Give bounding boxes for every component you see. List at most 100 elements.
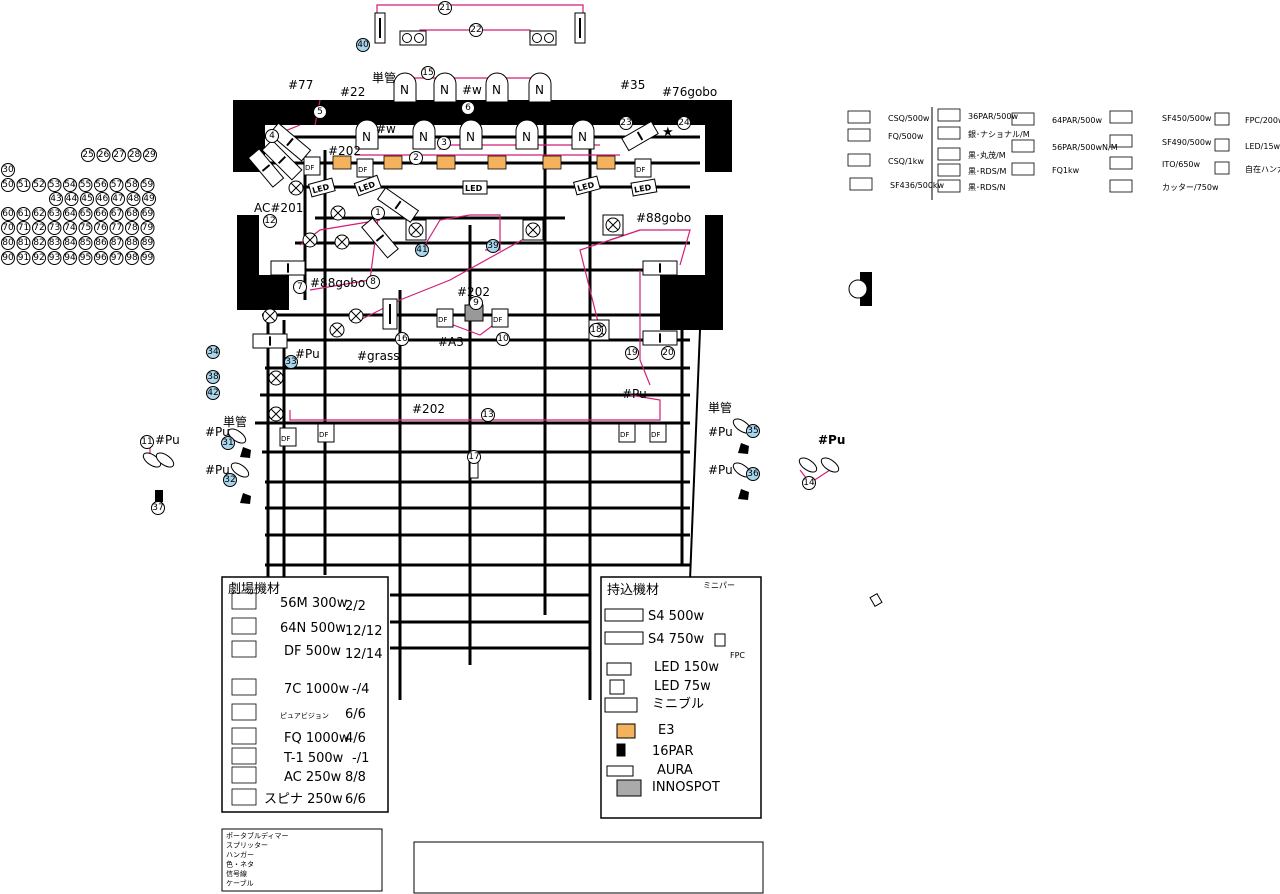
circuit-number: 16 <box>395 332 409 346</box>
circuit-number-label: 96 <box>95 253 107 263</box>
fixture-key-label: 56PAR/500wN/M <box>1052 143 1118 152</box>
circuit-number: 8 <box>366 275 380 289</box>
fixture-symbol-icon <box>937 108 961 122</box>
circuit-number-label: 36 <box>747 469 759 479</box>
plot-label: #76gobo <box>662 85 717 99</box>
legend-item-name: AURA <box>657 763 693 778</box>
df-mark: DF <box>281 435 290 443</box>
circuit-number-label: 25 <box>82 150 93 160</box>
plot-label: #Pu <box>205 425 230 439</box>
circuit-number: 24 <box>677 116 691 130</box>
circuit-number-label: 77 <box>111 223 122 233</box>
legend-symbol-icon <box>714 633 726 647</box>
circuit-number: 65 <box>78 207 93 221</box>
circuit-number-label: 55 <box>80 180 91 190</box>
circuit-number: 19 <box>625 346 639 360</box>
plot-label: #35 <box>620 78 645 92</box>
circuit-number: 57 <box>109 178 124 192</box>
circuit-number: 86 <box>94 236 108 250</box>
circuit-number-label: 9 <box>473 298 479 308</box>
fixture-symbol-icon <box>1214 161 1230 175</box>
stage-wall-right-2 <box>660 275 723 330</box>
circuit-number: 80 <box>1 236 15 250</box>
legend-item-count: 2/2 <box>345 599 366 614</box>
circuit-number: 38 <box>206 370 220 384</box>
circuit-number: 97 <box>109 251 124 265</box>
circuit-number-label: 33 <box>285 357 296 367</box>
legend-symbol-icon <box>604 631 644 645</box>
led-mark: LED <box>465 184 483 193</box>
notes-box[interactable] <box>413 841 764 894</box>
df-instrument: DF <box>317 423 335 443</box>
circuit-number: 72 <box>32 221 46 235</box>
circuit-number-label: 69 <box>142 209 154 219</box>
legend-item-name: S4 750w <box>648 632 704 647</box>
circuit-number: 48 <box>126 192 141 206</box>
misc-item: 色・ネタ <box>226 860 254 869</box>
fixture-key-item: SF450/500w <box>1109 110 1212 124</box>
carry-in-legend-title: 持込機材 <box>607 583 659 598</box>
circuit-number-label: 19 <box>626 348 638 358</box>
circuit-number: 74 <box>63 221 77 235</box>
circuit-number: 96 <box>94 251 108 265</box>
plot-label: #grass <box>357 349 399 363</box>
circuit-number-label: 44 <box>66 194 78 204</box>
cable <box>359 229 541 321</box>
plot-label: 単管 <box>708 400 732 415</box>
legend-symbol-icon <box>231 592 257 610</box>
plot-label: #88gobo <box>636 211 691 225</box>
circuit-number: 71 <box>16 221 31 235</box>
legend-item-name: E3 <box>658 723 675 738</box>
par-mark: N <box>362 130 371 144</box>
circuit-number: 78 <box>125 221 139 235</box>
led-mark: LED <box>311 182 330 195</box>
circuit-number: 32 <box>223 473 237 487</box>
circuit-number-label: 28 <box>129 150 141 160</box>
circuit-number: 55 <box>78 178 93 192</box>
df-instrument: DF <box>618 423 636 443</box>
circuit-number-label: 31 <box>222 438 233 448</box>
legend-item-name: INNOSPOT <box>652 780 720 795</box>
fixture-key-item: 銀･ナショナル/M <box>937 126 1030 140</box>
stage-wall-left <box>237 215 259 310</box>
ac-instrument <box>268 370 284 386</box>
fixture-symbol-icon <box>1109 179 1133 193</box>
stage-structure <box>233 100 732 581</box>
plot-label: 単管 <box>223 414 247 429</box>
circuit-number: 76 <box>94 221 108 235</box>
fixture-key-item: CSQ/500w <box>847 110 930 124</box>
e3-instrument <box>436 155 456 170</box>
circuit-number-label: 6 <box>465 103 471 113</box>
ac-instrument <box>330 205 346 221</box>
circuit-number: 91 <box>16 251 31 265</box>
circuit-number-label: 10 <box>497 334 509 344</box>
profile-instrument <box>621 120 659 152</box>
circuit-number-label: 32 <box>224 475 235 485</box>
circuit-number-label: 63 <box>49 209 60 219</box>
plot-label: #Pu <box>708 463 733 477</box>
par64-instrument: N <box>515 119 539 150</box>
circuit-number: 31 <box>221 436 235 450</box>
fixture-key-item: 黒･RDS/N <box>937 179 1005 193</box>
circuit-number-label: 67 <box>111 209 122 219</box>
legend-item-name: ミニパー <box>703 581 735 590</box>
plot-labels: #77#22単管#w#35#76gobo#w#202AC#201#88gobo#… <box>155 70 845 477</box>
par64-instrument: N <box>433 72 457 103</box>
circuit-number: 88 <box>125 236 139 250</box>
legend-item-name: AC 250w <box>284 770 342 785</box>
circuit-number-label: 75 <box>80 223 91 233</box>
e3-instrument <box>487 155 507 170</box>
circuit-number: 35 <box>746 424 760 438</box>
legend-item-name: LED 150w <box>654 660 719 675</box>
legend-symbol-icon <box>231 640 257 658</box>
circuit-number-label: 47 <box>112 194 123 204</box>
circuit-number-label: 35 <box>747 426 758 436</box>
df-mark: DF <box>620 431 629 439</box>
fixture-symbol-icon <box>1109 156 1133 170</box>
circuit-number: 92 <box>32 251 46 265</box>
profile-instrument <box>252 333 288 349</box>
